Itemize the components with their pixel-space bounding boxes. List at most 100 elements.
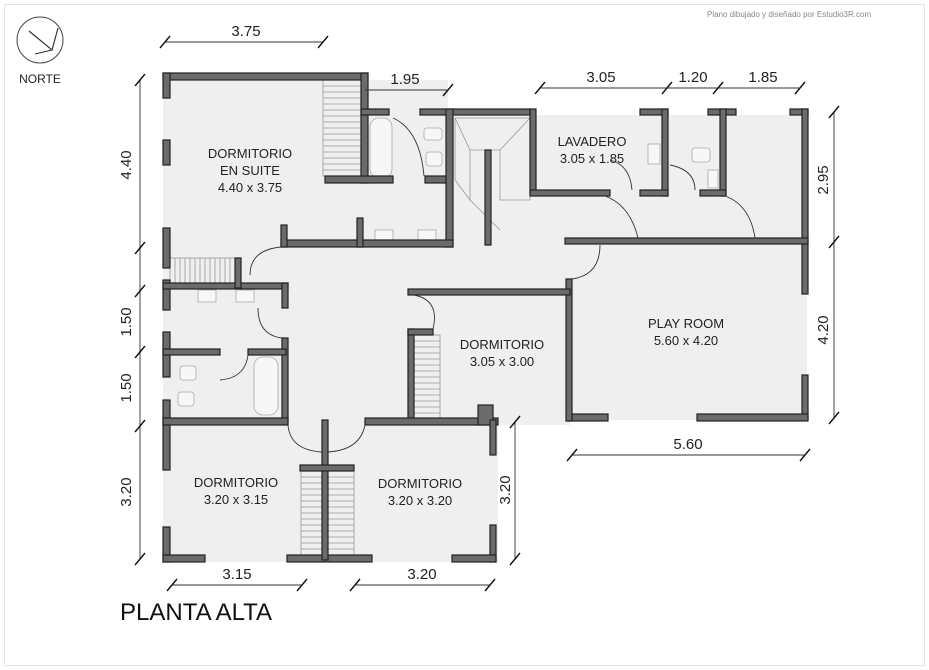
wall <box>696 413 809 422</box>
wall <box>280 239 454 248</box>
sink-icon <box>235 289 255 303</box>
dimension-labels: 3.75 1.95 3.05 1.20 1.85 4.40 1.50 1.50 … <box>118 23 832 583</box>
floor-area <box>448 115 805 245</box>
room-size: 3.05 x 1.85 <box>560 151 624 166</box>
floor-area <box>163 80 448 245</box>
room-name-line2: EN SUITE <box>220 163 280 178</box>
dimension-tick <box>166 578 178 592</box>
room-size: 3.20 x 3.15 <box>204 492 268 507</box>
wall <box>407 328 434 336</box>
wall <box>299 464 355 472</box>
room-name: DORMITORIO <box>460 337 544 352</box>
wall <box>639 189 669 197</box>
toilet-icon <box>691 147 711 163</box>
dimension-tick <box>349 578 361 592</box>
wall <box>407 288 571 296</box>
room-size: 3.05 x 3.00 <box>470 354 534 369</box>
wall <box>162 139 171 166</box>
sink-icon <box>707 169 719 189</box>
wall <box>484 149 492 246</box>
dimension-tick <box>509 415 521 429</box>
dimension-tick <box>661 81 673 95</box>
dim-bottom-playroom: 5.60 <box>673 436 702 453</box>
room-name: PLAY ROOM <box>648 316 724 331</box>
room-dormitorio-center: DORMITORIO 3.05 x 3.00 <box>460 337 544 369</box>
wall <box>419 108 531 116</box>
wall <box>360 108 390 116</box>
wall <box>321 419 329 561</box>
wall <box>364 417 499 426</box>
dimension-tick <box>317 35 329 49</box>
door-swing <box>219 354 249 381</box>
room-size: 3.20 x 3.20 <box>388 493 452 508</box>
fixtures <box>177 117 719 416</box>
dim-left-suite: 4.40 <box>118 150 135 179</box>
dimension-tick <box>828 411 840 425</box>
dimension-tick <box>134 241 146 255</box>
wall <box>407 328 415 423</box>
drawing-frame <box>4 4 925 666</box>
room-name: DORMITORIO <box>194 475 278 490</box>
dimension-tick <box>134 552 146 566</box>
dimension-tick <box>442 83 454 97</box>
wall <box>567 413 609 422</box>
room-dormitorio-bottom-left: DORMITORIO 3.20 x 3.15 <box>194 475 278 507</box>
door-swing <box>287 424 323 453</box>
floor-areas <box>163 80 807 562</box>
dimension-tick <box>828 105 840 119</box>
bathtub-icon <box>369 117 393 179</box>
door-swing <box>669 164 696 191</box>
dimension-tick <box>566 448 578 462</box>
door-swing <box>413 294 435 330</box>
wall <box>477 404 494 426</box>
dimension-tick <box>296 578 308 592</box>
room-play-room: PLAY ROOM 5.60 x 4.20 <box>648 316 724 348</box>
wall <box>162 348 221 356</box>
wall <box>661 108 669 197</box>
dimension-tick <box>799 448 811 462</box>
dim-bottom-left: 3.15 <box>222 566 251 583</box>
wall <box>286 554 373 563</box>
room-size: 4.40 x 3.75 <box>218 180 282 195</box>
wall <box>162 72 171 99</box>
wall <box>234 257 242 289</box>
dimension-tick <box>134 284 146 298</box>
dimension-lines <box>134 35 840 592</box>
dimension-tick <box>534 81 546 95</box>
dim-top-wc: 1.20 <box>678 69 707 86</box>
wall <box>565 278 573 422</box>
room-dormitorio-bottom-right: DORMITORIO 3.20 x 3.20 <box>378 476 462 508</box>
wall <box>529 108 537 195</box>
door-swing <box>604 195 639 239</box>
wall <box>162 417 289 426</box>
room-name: DORMITORIO <box>378 476 462 491</box>
toilet-icon <box>179 365 197 381</box>
dimension-tick <box>134 345 146 359</box>
wall <box>162 72 369 81</box>
dim-right-playroom: 4.20 <box>815 315 832 344</box>
wall <box>801 374 809 421</box>
door-swing <box>609 159 633 191</box>
drawing-title: PLANTA ALTA <box>120 599 272 626</box>
room-size: 5.60 x 4.20 <box>654 333 718 348</box>
dimension-tick <box>159 35 171 49</box>
walls <box>162 72 809 563</box>
dim-left-bedroom: 3.20 <box>118 477 135 506</box>
dim-right-lavadero: 2.95 <box>815 165 832 194</box>
wall <box>281 282 289 309</box>
wall <box>529 189 611 197</box>
wall <box>162 554 206 563</box>
door-swing <box>724 195 756 239</box>
north-arrow-icon <box>16 16 64 64</box>
room-name: LAVADERO <box>558 134 627 149</box>
credit-text: Plano dibujado y diseñado por Estudio3R.… <box>707 10 871 19</box>
dim-top-suite: 3.75 <box>231 23 260 40</box>
wall <box>162 399 171 471</box>
door-swing <box>392 117 425 177</box>
floor-area <box>570 245 807 420</box>
door-swing <box>249 246 282 276</box>
dim-left-bath2: 1.50 <box>118 373 135 402</box>
room-dormitorio-suite: DORMITORIO EN SUITE 4.40 x 3.75 <box>208 146 292 195</box>
north-label: NORTE <box>19 72 61 86</box>
